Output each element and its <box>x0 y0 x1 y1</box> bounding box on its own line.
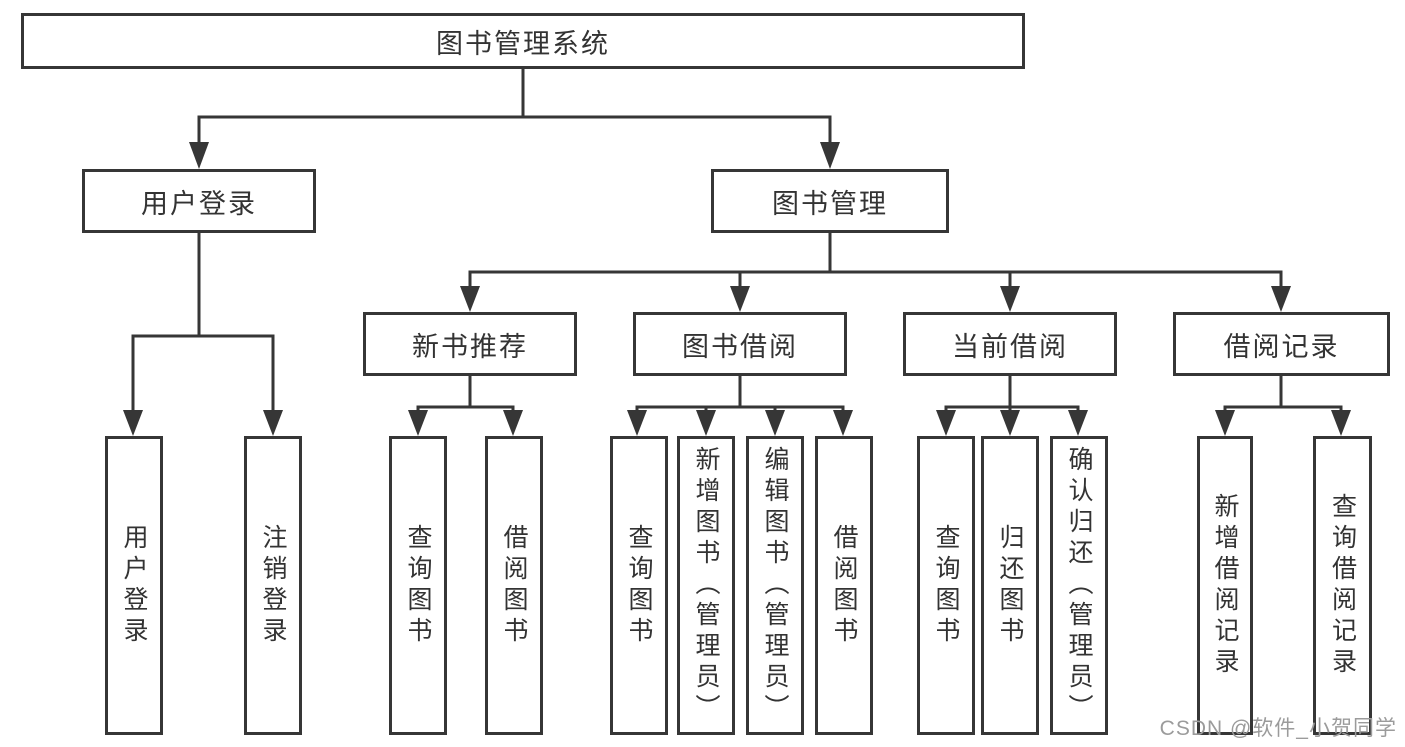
node-label: 编辑图书（管理员） <box>761 446 789 725</box>
leaf-return-books: 归还图书 <box>981 436 1039 735</box>
node-label: 新增图书（管理员） <box>692 446 720 725</box>
node-label: 图书管理系统 <box>436 28 610 59</box>
node-label: 注销登录 <box>259 523 287 648</box>
node-borrow-records: 借阅记录 <box>1173 312 1390 376</box>
leaf-add-books-admin: 新增图书（管理员） <box>677 436 735 735</box>
leaf-borrow-books: 借阅图书 <box>485 436 543 735</box>
node-label: 借阅图书 <box>500 523 528 648</box>
node-label: 确认归还（管理员） <box>1065 446 1093 725</box>
node-label: 用户登录 <box>120 523 148 648</box>
node-label: 借阅记录 <box>1223 331 1340 362</box>
leaf-borrow-books: 借阅图书 <box>815 436 873 735</box>
node-label: 用户登录 <box>141 188 257 219</box>
node-label: 新书推荐 <box>412 331 528 362</box>
leaf-user-login: 用户登录 <box>105 436 163 735</box>
leaf-query-borrow-record: 查询借阅记录 <box>1313 436 1372 735</box>
node-label: 归还图书 <box>996 523 1024 648</box>
node-current-borrow: 当前借阅 <box>903 312 1117 376</box>
leaf-query-books: 查询图书 <box>610 436 668 735</box>
leaf-edit-books-admin: 编辑图书（管理员） <box>746 436 804 735</box>
leaf-query-books: 查询图书 <box>389 436 447 735</box>
node-book-borrow: 图书借阅 <box>633 312 847 376</box>
node-label: 图书管理 <box>772 188 888 219</box>
node-label: 当前借阅 <box>952 331 1068 362</box>
node-label: 查询借阅记录 <box>1328 492 1357 679</box>
node-label: 查询图书 <box>404 523 432 648</box>
leaf-logout: 注销登录 <box>244 436 302 735</box>
leaf-query-books: 查询图书 <box>917 436 975 735</box>
node-user-login: 用户登录 <box>82 169 316 233</box>
node-new-book-recommend: 新书推荐 <box>363 312 577 376</box>
node-book-management: 图书管理 <box>711 169 949 233</box>
node-label: 查询图书 <box>932 523 960 648</box>
node-label: 查询图书 <box>625 523 653 648</box>
leaf-confirm-return-admin: 确认归还（管理员） <box>1050 436 1108 735</box>
node-label: 图书借阅 <box>682 331 798 362</box>
csdn-watermark: CSDN @软件_小贺同学 <box>1159 717 1397 740</box>
node-label: 借阅图书 <box>830 523 858 648</box>
leaf-add-borrow-record: 新增借阅记录 <box>1197 436 1253 735</box>
node-library-management-system: 图书管理系统 <box>21 13 1025 69</box>
node-label: 新增借阅记录 <box>1211 492 1239 679</box>
